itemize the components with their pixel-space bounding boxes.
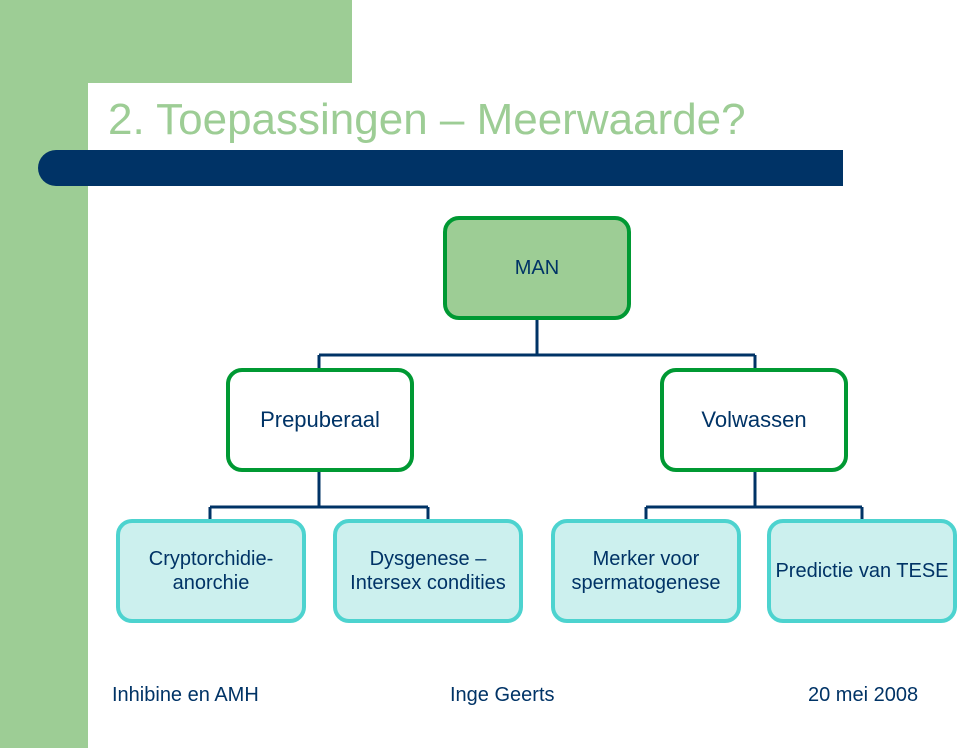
node-cryptorchidie: Cryptorchidie- anorchie	[116, 519, 306, 623]
node-dysgenese-line-2: Intersex condities	[350, 572, 506, 594]
footer-left: Inhibine en AMH	[112, 684, 259, 706]
node-volwassen: Volwassen	[660, 368, 848, 472]
node-volwassen-label: Volwassen	[701, 407, 807, 432]
node-predictie: Predictie van TESE	[767, 519, 957, 623]
node-root-label: MAN	[514, 257, 560, 279]
footer-right: 20 mei 2008	[808, 684, 919, 706]
node-merker-line-2: spermatogenese	[571, 572, 721, 594]
node-prepuberaal: Prepuberaal	[226, 368, 414, 472]
node-merker: Merker voor spermatogenese	[551, 519, 741, 623]
slide-title: 2. Toepassingen – Meerwaarde?	[108, 95, 746, 144]
footer-center: Inge Geerts	[450, 684, 555, 706]
node-cryptorchidie-line-2: anorchie	[172, 572, 250, 594]
node-root: MAN	[443, 216, 631, 320]
node-dysgenese: Dysgenese – Intersex condities	[333, 519, 523, 623]
title-underline-bar	[38, 150, 843, 186]
node-cryptorchidie-line-1: Cryptorchidie-	[148, 548, 274, 570]
node-prepuberaal-label: Prepuberaal	[260, 407, 380, 432]
node-merker-line-1: Merker voor	[592, 548, 700, 570]
node-dysgenese-line-1: Dysgenese –	[369, 548, 487, 570]
node-predictie-line-1: Predictie van TESE	[775, 560, 949, 582]
background-green-left	[0, 0, 88, 748]
